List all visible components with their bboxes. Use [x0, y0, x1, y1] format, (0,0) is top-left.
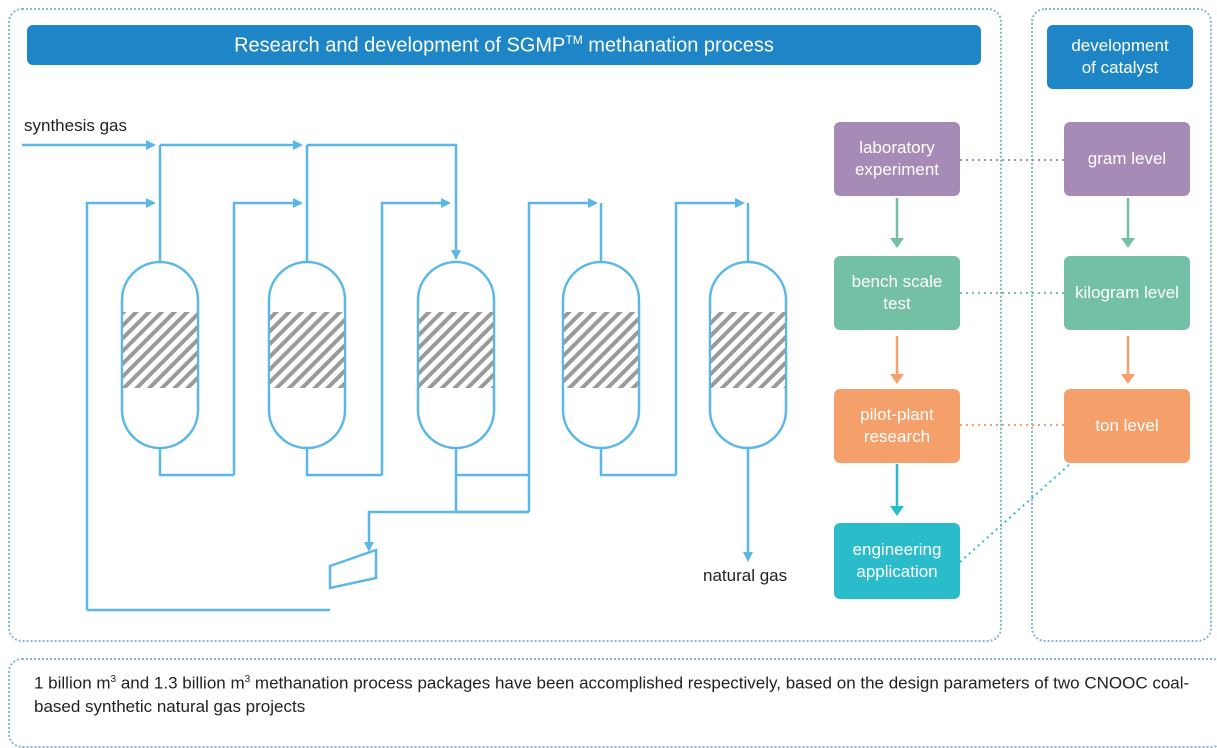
stage-feed-2: [232, 198, 303, 475]
stage-feed-3: [380, 198, 451, 475]
reactor-2-outlet: [305, 448, 382, 477]
methanation-flow-diagram: [22, 140, 1135, 612]
step-engineering-application: engineering application: [834, 523, 960, 599]
catalyst-kilogram-level: kilogram level: [1064, 256, 1190, 330]
catalyst-bed-1: [123, 312, 197, 388]
catalyst-title-banner: development of catalyst: [1047, 25, 1193, 89]
compressor: [328, 548, 378, 590]
reactor-4-outlet: [599, 448, 676, 477]
catalyst-panel: [1031, 8, 1212, 642]
stage-feed-5: [674, 198, 745, 475]
catalyst-bed-4: [564, 312, 638, 388]
natural-gas-label: natural gas: [703, 566, 788, 585]
catalyst-bed-5: [711, 312, 785, 388]
step-laboratory-experiment: laboratory experiment: [834, 122, 960, 196]
reactor-1-outlet: [158, 448, 234, 477]
catalyst-bed-3: [419, 312, 493, 388]
catalyst-ton-level: ton level: [1064, 389, 1190, 463]
compressor-feed-line: [364, 510, 529, 552]
step-bench-scale-test: bench scale test: [834, 256, 960, 330]
reactor-3-outlet: [454, 448, 529, 477]
project-note: 1 billion m3 and 1.3 billion m3 methanat…: [34, 673, 1190, 716]
recycle-split-line: [454, 475, 529, 514]
catalyst-gram-level: gram level: [1064, 122, 1190, 196]
synthesis-gas-label: synthesis gas: [24, 116, 127, 135]
process-title-banner: Research and development of SGMPTM metha…: [27, 25, 981, 65]
link-engineering-ton: [959, 463, 1071, 563]
recycle-feed-line: [85, 198, 156, 610]
process-title: Research and development of SGMPTM metha…: [234, 32, 774, 57]
process-panel: [8, 8, 1002, 642]
syngas-feed-line-3: [307, 143, 461, 260]
catalyst-bed-2: [270, 312, 344, 388]
stage-feed-4: [527, 198, 598, 475]
catalyst-title: development of catalyst: [1071, 36, 1169, 77]
step-pilot-plant-research: pilot-plant research: [834, 389, 960, 463]
